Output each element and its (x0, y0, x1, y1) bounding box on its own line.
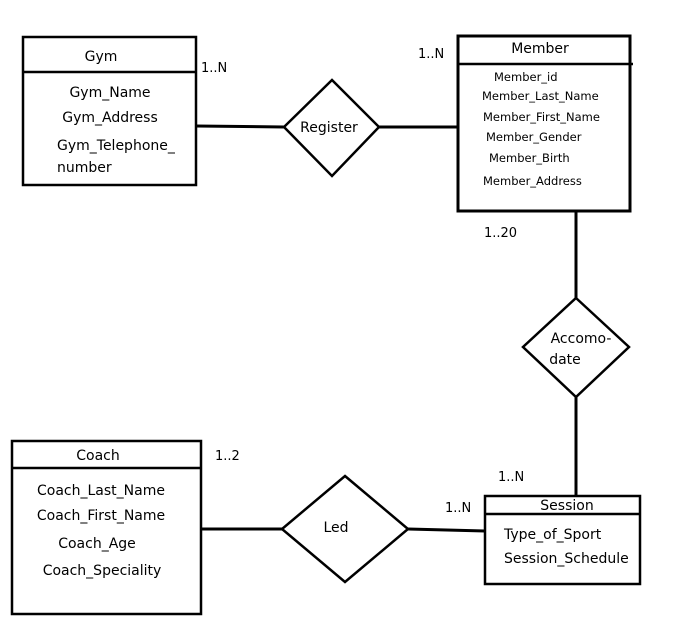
cardinality-member-accomodate: 1..20 (484, 226, 517, 241)
register-relationship: Register (282, 78, 381, 178)
member-entity: Member Member_id Member_Last_Name Member… (456, 34, 633, 213)
cardinality-session-accomodate: 1..N (498, 470, 524, 485)
accomodate-label-line2: date (549, 352, 581, 368)
gym-attr-telephone: Gym_Telephone_ (57, 138, 176, 154)
coach-attr-speciality: Coach_Speciality (43, 563, 162, 579)
member-attr-last-name: Member_Last_Name (482, 89, 599, 103)
cardinality-coach-led: 1..2 (215, 449, 240, 464)
coach-attr-age: Coach_Age (58, 536, 136, 552)
coach-attr-first-name: Coach_First_Name (37, 508, 165, 524)
session-entity: Session Type_of_Sport Session_Schedule (483, 494, 642, 586)
coach-attr-last-name: Coach_Last_Name (37, 483, 165, 499)
led-label: Led (323, 520, 348, 536)
member-attr-id: Member_id (494, 70, 558, 84)
cardinality-gym-register: 1..N (201, 61, 227, 76)
coach-title: Coach (76, 448, 120, 464)
session-title: Session (540, 498, 593, 514)
accomodate-relationship: Accomo- date (521, 296, 631, 399)
member-attr-first-name: Member_First_Name (483, 110, 600, 124)
member-attr-birth: Member_Birth (489, 151, 570, 165)
accomodate-label-line1: Accomo- (551, 331, 612, 347)
register-label: Register (300, 120, 358, 136)
session-attr-schedule: Session_Schedule (504, 551, 629, 567)
member-attr-address: Member_Address (483, 174, 582, 188)
member-attr-gender: Member_Gender (486, 130, 582, 144)
gym-register-line (195, 124, 285, 129)
gym-attr-address: Gym_Address (62, 110, 158, 126)
led-relationship: Led (280, 474, 410, 584)
cardinality-session-led: 1..N (445, 501, 471, 516)
coach-entity: Coach Coach_Last_Name Coach_First_Name C… (10, 439, 203, 616)
gym-attr-telephone-cont: number (57, 160, 112, 176)
gym-attr-name: Gym_Name (69, 85, 150, 101)
member-title: Member (511, 41, 569, 57)
gym-title: Gym (85, 49, 118, 65)
led-session-line (407, 527, 486, 533)
gym-entity: Gym Gym_Name Gym_Address Gym_Telephone_ … (21, 35, 198, 187)
cardinality-member-register: 1..N (418, 47, 444, 62)
session-attr-type-of-sport: Type_of_Sport (503, 527, 602, 543)
